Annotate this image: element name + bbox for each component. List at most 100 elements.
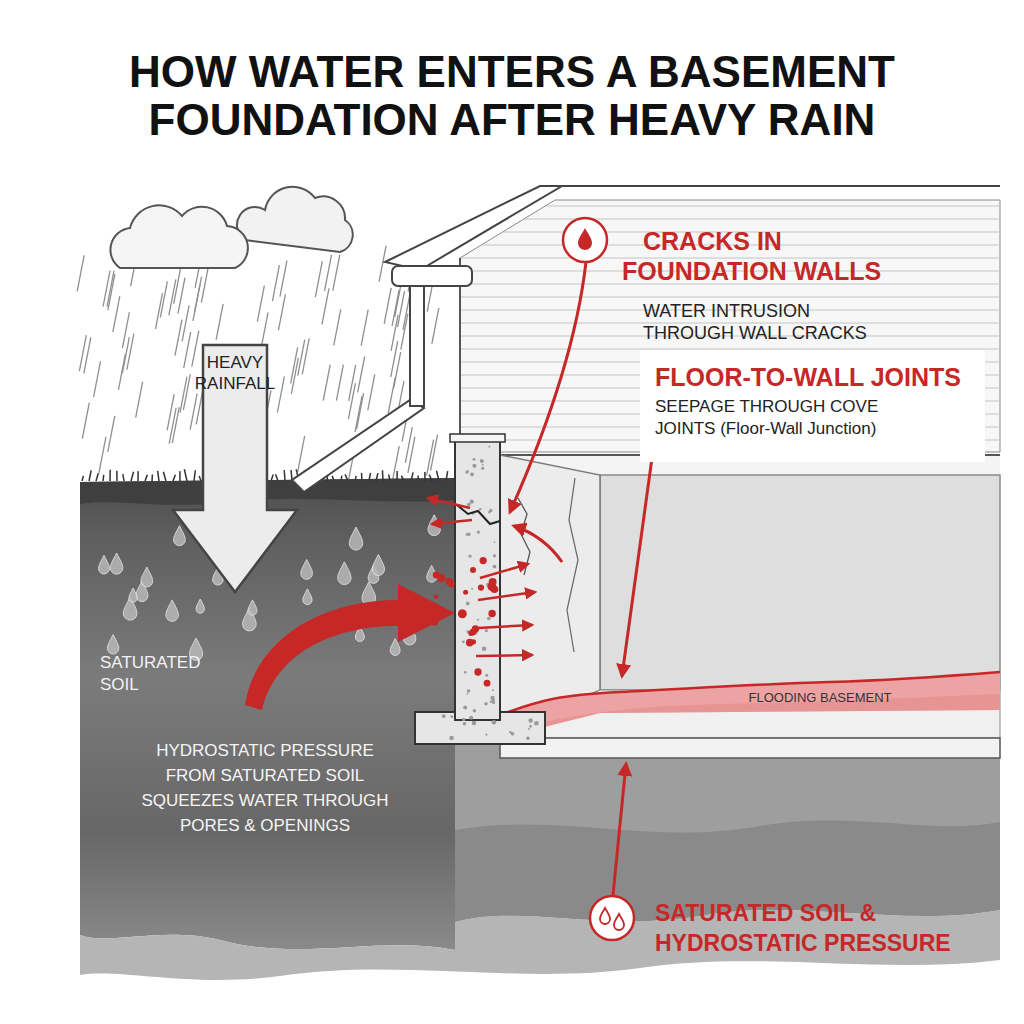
concrete-aggregate bbox=[463, 722, 467, 726]
soil-water-drop bbox=[372, 555, 384, 576]
rain-streak bbox=[94, 361, 101, 397]
rain-streak bbox=[391, 315, 398, 351]
concrete-aggregate bbox=[469, 716, 473, 720]
rain-streak bbox=[277, 376, 284, 412]
rain-streak bbox=[384, 288, 391, 324]
grass-blade bbox=[276, 474, 278, 481]
grass-blade bbox=[123, 474, 124, 481]
grass-blade bbox=[199, 476, 201, 481]
grass-blade bbox=[355, 476, 356, 481]
grass-blade bbox=[173, 475, 175, 481]
rain-streak bbox=[336, 365, 343, 401]
concrete-aggregate bbox=[466, 693, 468, 695]
rain-streak bbox=[358, 356, 365, 392]
rain-streak bbox=[167, 394, 174, 430]
grass-blade bbox=[89, 470, 91, 481]
basement-space bbox=[500, 455, 1000, 740]
soil-water-drop bbox=[99, 555, 110, 574]
concrete-aggregate bbox=[490, 696, 494, 700]
gutter bbox=[392, 266, 472, 286]
rainfall-arrow bbox=[173, 345, 297, 592]
rain-streak bbox=[379, 246, 386, 282]
roof-edge bbox=[385, 186, 562, 270]
callout-heading: CRACKS IN FOUNDATION WALLS bbox=[622, 226, 922, 286]
rain-streak bbox=[278, 294, 285, 330]
grass-blade bbox=[194, 470, 195, 481]
grass-blade bbox=[411, 472, 413, 481]
rain-streak bbox=[192, 331, 199, 367]
rain-streak bbox=[127, 334, 134, 370]
rain-streak bbox=[388, 377, 395, 413]
rain-streak bbox=[77, 255, 84, 291]
water-droplet bbox=[466, 639, 474, 647]
water-droplet bbox=[480, 557, 487, 564]
concrete-aggregate bbox=[490, 701, 492, 703]
grass-blade bbox=[82, 476, 83, 481]
concrete-aggregate bbox=[468, 554, 471, 557]
rain-streak bbox=[334, 309, 341, 345]
siding-line bbox=[455, 206, 1000, 207]
grass-blade bbox=[436, 471, 439, 481]
siding-line bbox=[455, 219, 1000, 220]
concrete-aggregate bbox=[534, 721, 539, 726]
water-drop-icon bbox=[614, 914, 624, 930]
grass-blade bbox=[401, 476, 404, 481]
seepage-arrow bbox=[478, 592, 535, 600]
seepage-arrow bbox=[478, 625, 532, 628]
concrete-aggregate bbox=[482, 464, 484, 466]
grass-blade bbox=[332, 476, 334, 481]
concrete-aggregate bbox=[487, 617, 491, 621]
grass-blade bbox=[369, 473, 370, 481]
rain-streak bbox=[182, 305, 189, 341]
rain-streak bbox=[315, 261, 322, 297]
downspout-extension bbox=[292, 400, 424, 492]
concrete-aggregate bbox=[493, 565, 497, 569]
soil-water-drop bbox=[196, 599, 204, 613]
rain-streak bbox=[180, 377, 187, 413]
water-drop-icon bbox=[578, 228, 592, 250]
callout-heading: FLOOR-TO-WALL JOINTS bbox=[655, 362, 985, 392]
rain-streak bbox=[392, 446, 399, 482]
soil-water-drop bbox=[248, 600, 257, 615]
rain-streak bbox=[398, 291, 405, 327]
rain-streak bbox=[178, 278, 185, 314]
concrete-aggregate bbox=[442, 714, 446, 718]
grass-blade bbox=[131, 472, 134, 481]
rain-streak bbox=[280, 261, 287, 297]
rain-streak bbox=[401, 314, 408, 350]
soil-water-drop bbox=[303, 589, 312, 605]
concrete-aggregate bbox=[492, 689, 494, 691]
concrete-aggregate bbox=[472, 464, 476, 468]
grass-blade bbox=[145, 475, 147, 481]
water-surface bbox=[500, 672, 1000, 715]
grass-blade bbox=[137, 471, 139, 481]
rain-streak bbox=[84, 337, 91, 373]
rain-streak bbox=[82, 403, 89, 439]
concrete-aggregate bbox=[477, 619, 479, 621]
water-droplet bbox=[484, 680, 491, 687]
grass-blade bbox=[184, 469, 187, 481]
concrete-aggregate bbox=[489, 509, 492, 512]
water-droplet bbox=[488, 610, 495, 617]
soil-water-drop bbox=[166, 600, 179, 621]
rain-streak bbox=[432, 308, 439, 344]
rain-streak bbox=[405, 427, 412, 463]
subsoil bbox=[455, 740, 1000, 922]
grass-blade bbox=[382, 470, 384, 481]
grass-blade bbox=[361, 473, 363, 481]
wall-cap bbox=[450, 434, 505, 442]
concrete-aggregate bbox=[450, 715, 453, 718]
rain-streak bbox=[216, 304, 223, 340]
siding-line bbox=[455, 297, 1000, 298]
rain-streak bbox=[261, 312, 268, 348]
grass-blade bbox=[116, 471, 118, 481]
concrete-aggregate bbox=[494, 541, 496, 543]
concrete-aggregate bbox=[466, 602, 470, 606]
rain-streak bbox=[392, 290, 399, 326]
grass-blade bbox=[163, 472, 166, 481]
siding-line bbox=[455, 349, 1000, 350]
grass-blade bbox=[424, 472, 426, 481]
concrete-aggregate bbox=[488, 446, 490, 448]
